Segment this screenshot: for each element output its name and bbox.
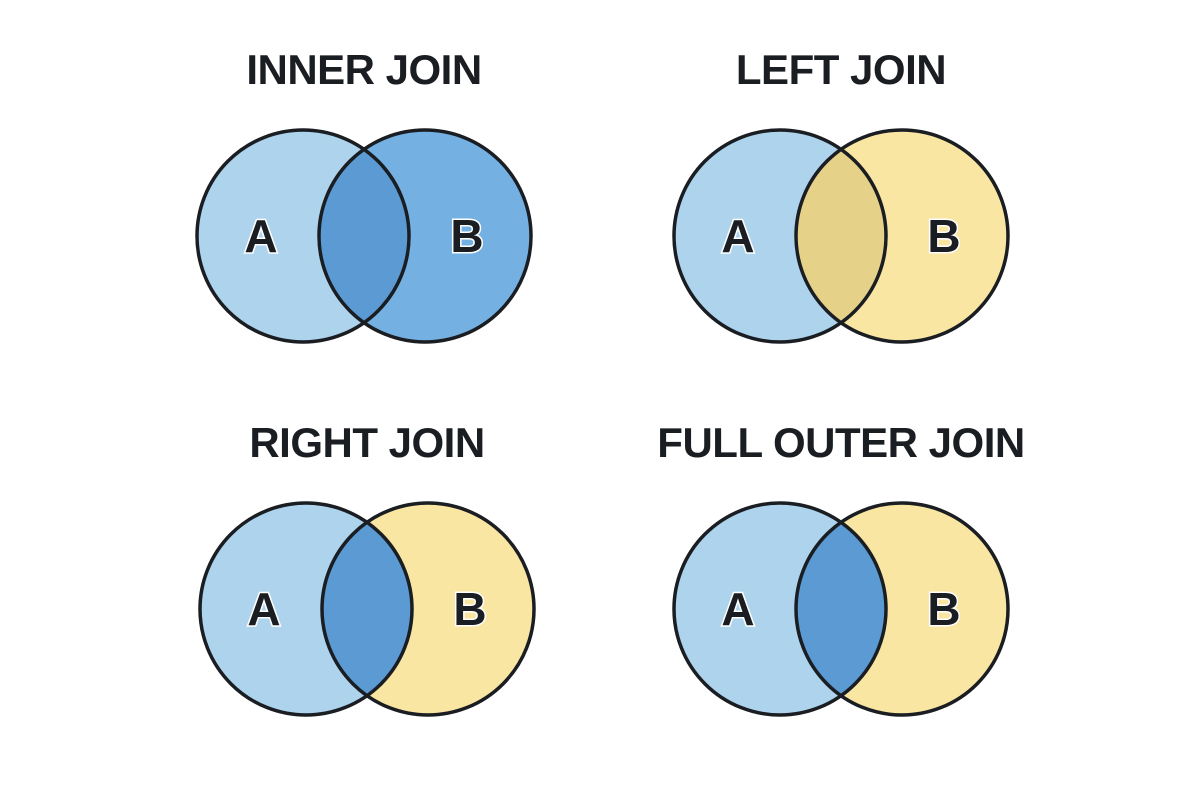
diagram-title: INNER JOIN: [246, 46, 482, 93]
intersection-region: [322, 503, 412, 715]
venn-diagram: A B: [672, 501, 1010, 717]
intersection-region: [796, 130, 886, 342]
circle-b-outline: [317, 128, 533, 344]
label-set-b: B: [927, 210, 960, 262]
diagram-title: FULL OUTER JOIN: [657, 419, 1025, 466]
label-set-a: A: [247, 583, 280, 635]
label-set-a: A: [721, 583, 754, 635]
label-set-b: B: [450, 210, 483, 262]
circle-a-outline: [198, 501, 414, 717]
intersection-region: [796, 503, 886, 715]
venn-right-join: RIGHT JOIN A B: [147, 418, 587, 720]
venn-diagram: A B: [198, 501, 536, 717]
venn-left-join: LEFT JOIN A B: [621, 45, 1061, 347]
venn-diagram: A B: [195, 128, 533, 344]
venn-full-outer-join: FULL OUTER JOIN A B: [621, 418, 1061, 720]
circle-a-outline: [672, 501, 888, 717]
circle-b-outline: [794, 501, 1010, 717]
circle-b-outline: [320, 501, 536, 717]
diagram-title: LEFT JOIN: [735, 46, 947, 93]
label-set-b: B: [453, 583, 486, 635]
venn-inner-join: INNER JOIN A B: [144, 45, 584, 347]
venn-diagram: A B: [672, 128, 1010, 344]
circle-a-outline: [672, 128, 888, 344]
label-set-a: A: [244, 210, 277, 262]
intersection-region: [319, 130, 409, 342]
circle-b-outline: [794, 128, 1010, 344]
label-set-a: A: [721, 210, 754, 262]
diagram-title: RIGHT JOIN: [249, 419, 485, 466]
label-set-b: B: [927, 583, 960, 635]
circle-a-outline: [195, 128, 411, 344]
